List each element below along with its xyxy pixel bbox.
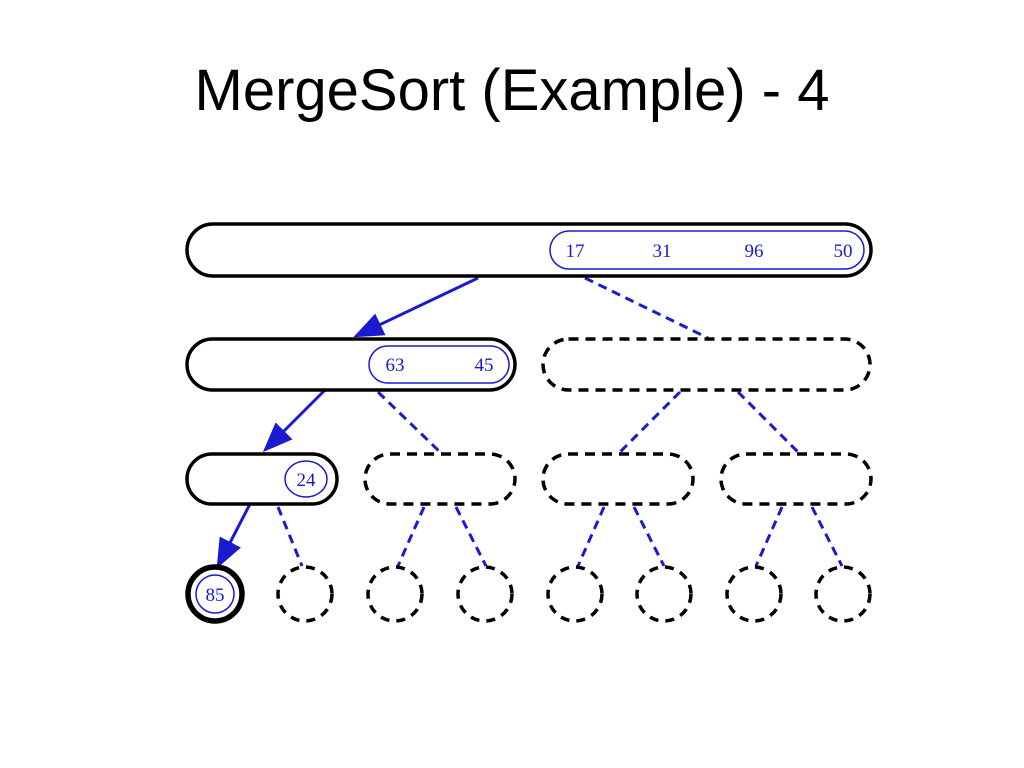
leaf-node-8 [814, 565, 872, 623]
level1-left-node [185, 337, 517, 392]
root-values-group [549, 230, 865, 270]
connector-l2c-right [632, 506, 666, 567]
arrow-root-to-level1-left [353, 276, 479, 338]
connector-l2b-left [396, 506, 426, 567]
root-value-4: 50 [834, 241, 853, 262]
level1-left-values-group [368, 345, 510, 384]
level1-right-node [541, 337, 872, 392]
leaf-node-4 [456, 565, 514, 623]
level2-node-1-value: 24 [297, 470, 317, 491]
connector-l1right-left [618, 390, 682, 454]
connector-l2b-right [454, 506, 488, 567]
connector-l2d-left [754, 506, 784, 567]
connector-l1left-right [376, 390, 442, 454]
leaf-node-3 [366, 565, 424, 623]
connector-l2d-right [810, 506, 844, 567]
connector-l2a-right [276, 506, 304, 567]
leaf-node-1 [185, 564, 245, 624]
leaf-node-2 [276, 565, 334, 623]
root-node [185, 222, 873, 278]
arrow-level2-to-leaf-left [216, 503, 252, 569]
arrow-level1-to-level2-left [262, 388, 327, 453]
level1-left-value-1: 63 [386, 355, 405, 376]
level1-left-value-2: 45 [475, 355, 494, 376]
root-value-1: 17 [566, 241, 585, 262]
level2-node-4 [719, 452, 873, 506]
connector-l1right-right [736, 390, 800, 454]
root-value-3: 96 [745, 241, 764, 262]
level2-node-1-value-group [284, 460, 328, 498]
leaf-node-5 [546, 565, 604, 623]
leaf-node-6 [635, 565, 693, 623]
level2-node-1 [185, 452, 339, 506]
leaf-node-1-value: 85 [206, 585, 225, 606]
level2-node-3 [541, 452, 695, 506]
level2-node-2 [363, 452, 517, 506]
root-value-2: 31 [653, 241, 672, 262]
page-title: MergeSort (Example) - 4 [194, 58, 830, 123]
connector-l2c-left [576, 506, 606, 567]
leaf-node-1-value-group [195, 574, 235, 614]
connector-root-right [584, 276, 709, 340]
leaf-node-7 [725, 565, 783, 623]
